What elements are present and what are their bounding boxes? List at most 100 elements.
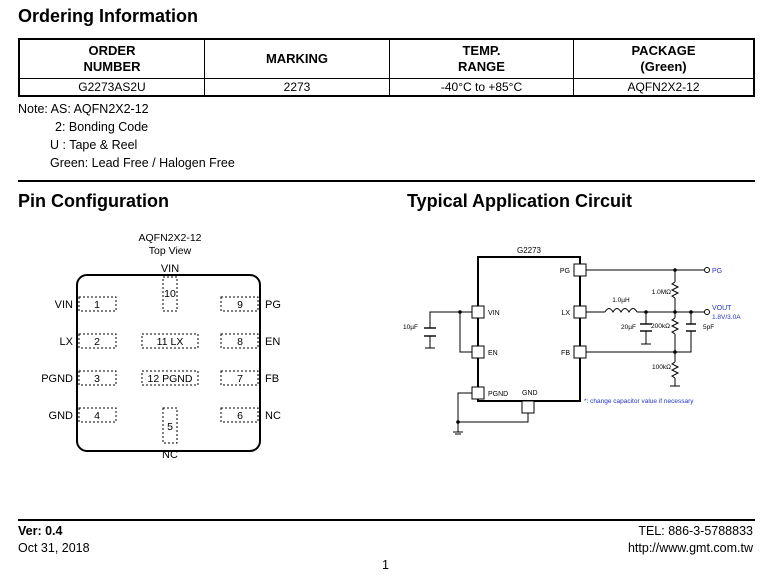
note-line: 2: Bonding Code: [55, 120, 149, 134]
note-line: Green: Lead Free / Halogen Free: [50, 156, 235, 170]
pin-name: PG: [560, 268, 570, 275]
circuit-title: Typical Application Circuit: [407, 191, 633, 211]
wire: [457, 392, 472, 432]
resistor: [670, 281, 680, 299]
wire: [586, 269, 676, 282]
resistor: [670, 361, 680, 379]
pad: [220, 407, 259, 423]
cell-order-number: G2273AS2U: [18, 78, 205, 97]
junction-dot: [458, 310, 462, 314]
package-label: AQFN2X2-12: [138, 232, 201, 244]
pin-label-left: GND: [49, 410, 74, 422]
pin-number: 7: [237, 373, 243, 385]
pin-label-right: EN: [265, 336, 280, 348]
cout-label: 20µF: [621, 324, 636, 331]
header-package: PACKAGE (Green): [573, 38, 755, 79]
pin-name: LX: [561, 310, 570, 317]
junction-dot: [456, 420, 460, 424]
center-pad-label: 11 LX: [157, 336, 184, 348]
wire: [458, 413, 529, 423]
pin-box-lx: [573, 305, 587, 319]
junction-dot: [673, 268, 677, 272]
pin-name: VIN: [488, 310, 500, 317]
version: Ver: 0.4: [18, 524, 63, 538]
r-top-label: 200kΩ: [651, 323, 670, 330]
pin-box-pg: [573, 263, 587, 277]
application-circuit: G2273 VIN EN PGND GND PG LX FB: [403, 246, 741, 435]
pin-number: 5: [167, 421, 173, 433]
vout-value: 1.8V/3.0A: [712, 314, 741, 321]
pad: [78, 296, 117, 312]
pin-name: FB: [561, 350, 570, 357]
note-line: Note: AS: AQFN2X2-12: [18, 102, 149, 116]
note-line: U : Tape & Reel: [50, 138, 138, 152]
pin-number: 8: [237, 336, 243, 348]
pin-number: 10: [164, 288, 176, 300]
inductor: [604, 308, 638, 314]
table-row: G2273AS2U 2273 -40°C to +85°C AQFN2X2-12: [18, 78, 755, 97]
website-link[interactable]: http://www.gmt.com.tw: [627, 541, 753, 555]
pin-label-bottom: NC: [162, 449, 178, 461]
pin-number: 4: [94, 410, 100, 422]
wire: [459, 312, 472, 353]
cell-temp-range: -40°C to +85°C: [389, 78, 574, 97]
pin-number: 9: [237, 299, 243, 311]
pin-number: 3: [94, 373, 100, 385]
pad: [78, 407, 117, 423]
pad: [220, 370, 259, 386]
pin-label-right: PG: [265, 299, 281, 311]
pin-name: EN: [488, 350, 498, 357]
ordering-title: Ordering Information: [18, 6, 198, 26]
r-bot-label: 100kΩ: [652, 364, 671, 371]
pin-label-left: LX: [60, 336, 74, 348]
package-outline: [76, 274, 261, 452]
pin-box-pgnd: [471, 386, 485, 400]
header-order-number: ORDER NUMBER: [18, 38, 205, 79]
pin-label-left: PGND: [41, 373, 73, 385]
section-divider: [18, 180, 755, 182]
pin-box-vin: [471, 305, 485, 319]
pin-box-en: [471, 345, 485, 359]
cin-label: 10µF: [403, 324, 418, 331]
pg-output-label: PG: [712, 268, 722, 275]
pin-box-gnd: [521, 400, 535, 414]
page-number: 1: [382, 558, 389, 572]
pin-number: 2: [94, 336, 100, 348]
pin-config-title: Pin Configuration: [18, 191, 169, 211]
pin-label-top: VIN: [161, 263, 179, 275]
pad: [141, 370, 199, 386]
pin-number: 1: [94, 299, 100, 311]
cell-marking: 2273: [204, 78, 390, 97]
junction-dot: [644, 310, 648, 314]
pad: [220, 296, 259, 312]
pin-box-fb: [573, 345, 587, 359]
terminal-vout: [704, 309, 710, 315]
junction-dot: [673, 310, 677, 314]
header-marking: MARKING: [204, 38, 390, 79]
inductor-label: 1.0µH: [612, 297, 630, 304]
circuit-note: *: change capacitor value if necessary: [584, 398, 694, 405]
chip-label: G2273: [517, 246, 542, 255]
chip-outline: [477, 256, 581, 402]
ordering-table: ORDER NUMBER MARKING TEMP. RANGE PACKAGE…: [18, 38, 755, 97]
pad: [141, 333, 199, 349]
wire: [429, 311, 472, 328]
vout-label: VOUT: [712, 305, 732, 312]
footer-divider: [18, 519, 755, 521]
pad: [78, 333, 117, 349]
junction-dot: [673, 350, 677, 354]
date: Oct 31, 2018: [18, 541, 90, 555]
pad: [78, 370, 117, 386]
view-label: Top View: [149, 245, 192, 257]
center-pad-label: 12 PGND: [148, 373, 193, 385]
wire: [675, 331, 692, 353]
pin-label-right: FB: [265, 373, 279, 385]
pad: [220, 333, 259, 349]
cell-package: AQFN2X2-12: [573, 78, 755, 97]
cff-label: 5pF: [703, 324, 714, 331]
pin-name: GND: [522, 390, 538, 397]
resistor: [670, 317, 680, 335]
r-pg-label: 1.0MΩ: [652, 289, 671, 296]
pin-diagram: AQFN2X2-12 Top View VIN NC VIN LX PGND G…: [41, 232, 281, 461]
header-temp-range: TEMP. RANGE: [389, 38, 574, 79]
